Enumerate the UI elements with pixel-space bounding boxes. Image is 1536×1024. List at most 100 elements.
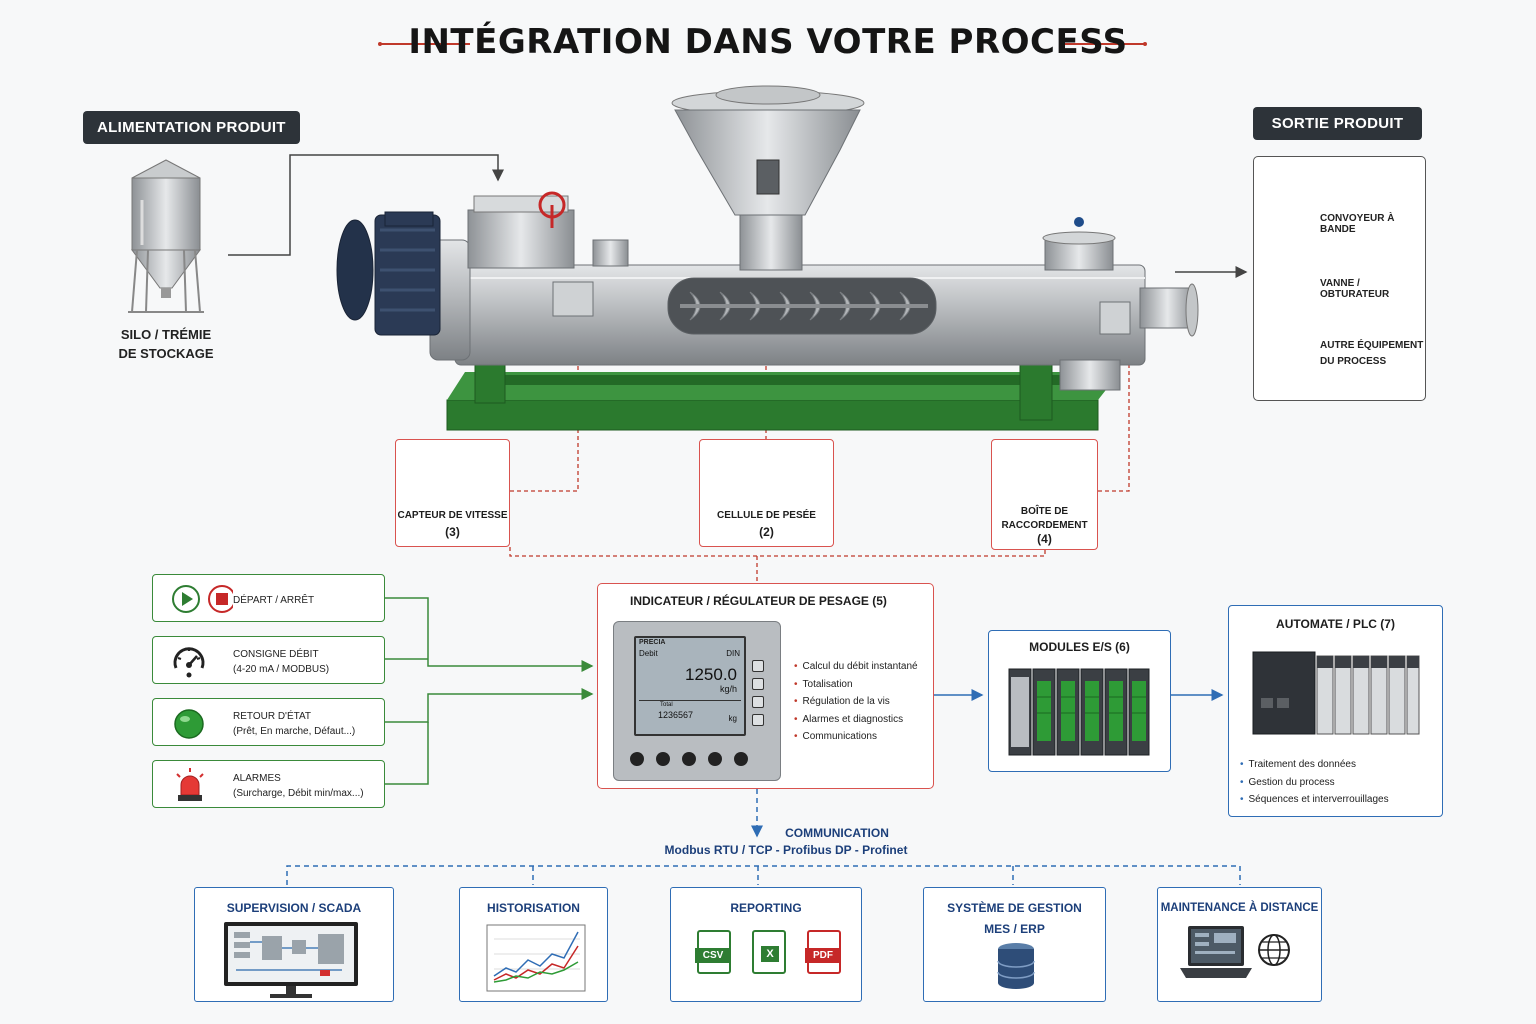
- indicator-key-enter[interactable]: [752, 714, 764, 726]
- remote-maintenance-title: MAINTENANCE À DISTANCE: [1160, 902, 1319, 914]
- mes-erp-title-line1: SYSTÈME DE GESTION: [947, 901, 1082, 915]
- outlet-panel: CONVOYEUR À BANDE VANNE / OBTURATEUR AUT…: [1253, 156, 1426, 401]
- junction-box-name-line2: RACCORDEMENT: [1001, 519, 1088, 531]
- indicator-total-label: Total: [660, 702, 673, 708]
- plc-feature-item: Séquences et interverrouillages: [1240, 791, 1389, 809]
- excel-file-icon: X: [752, 930, 786, 974]
- gauge-icon: [173, 647, 205, 678]
- silo-label: SILO / TRÉMIE DE STOCKAGE: [106, 326, 226, 364]
- outlet-item-valve: VANNE / OBTURATEUR: [1320, 278, 1390, 300]
- signal-setpoint-text: CONSIGNE DÉBIT (4-20 mA / MODBUS): [233, 647, 329, 677]
- signal-setpoint-line2: (4-20 mA / MODBUS): [233, 664, 330, 675]
- junction-box-card: BOÎTE DE RACCORDEMENT (4): [991, 439, 1098, 550]
- outlet-item-other-line2: DU PROCESS: [1320, 355, 1387, 367]
- csv-file-label: CSV: [695, 948, 731, 963]
- speed-sensor-name: CAPTEUR DE VITESSE: [397, 510, 508, 521]
- silo-illustration: [128, 159, 204, 313]
- indicator-key-down[interactable]: [752, 696, 764, 708]
- alarm-beacon-icon: [176, 768, 204, 801]
- junction-box-name-line1: BOÎTE DE: [1020, 506, 1069, 517]
- scada-box: SUPERVISION / SCADA: [194, 887, 394, 1002]
- indicator-screen: PRECIA Debit DIN 1250.0 kg/h Total 12365…: [634, 636, 746, 736]
- load-cell-number: (2): [759, 525, 774, 539]
- io-modules-title: MODULES E/S (6): [1029, 640, 1130, 654]
- indicator-mode: Debit: [639, 649, 658, 658]
- signal-alarms-text: ALARMES (Surcharge, Débit min/max...): [233, 771, 364, 801]
- junction-box-number: (4): [1037, 532, 1052, 546]
- plc-illustration: [1252, 651, 1420, 735]
- indicator-feature-item: Calcul du débit instantané: [794, 658, 918, 676]
- indicator-button-3[interactable]: [682, 752, 696, 766]
- mes-erp-box: SYSTÈME DE GESTION MES / ERP: [923, 887, 1106, 1002]
- signal-status: RETOUR D'ÉTAT (Prêt, En marche, Défaut..…: [152, 698, 385, 746]
- indicator-key-cancel[interactable]: [752, 678, 764, 690]
- signal-setpoint: CONSIGNE DÉBIT (4-20 mA / MODBUS): [152, 636, 385, 684]
- silo-label-line2: DE STOCKAGE: [118, 345, 214, 361]
- communication-protocols: Modbus RTU / TCP - Profibus DP - Profine…: [664, 843, 908, 857]
- indicator-panel: INDICATEUR / RÉGULATEUR DE PESAGE (5) PR…: [597, 583, 934, 789]
- signal-alarms: ALARMES (Surcharge, Débit min/max...): [152, 760, 385, 808]
- excel-file-label: X: [761, 946, 779, 962]
- csv-file-icon: CSV: [695, 930, 731, 974]
- junction-box-name: BOÎTE DE RACCORDEMENT: [992, 505, 1097, 532]
- plc-title: AUTOMATE / PLC (7): [1276, 617, 1395, 631]
- scada-monitor-icon: [224, 922, 358, 998]
- indicator-feature-item: Alarmes et diagnostics: [794, 711, 918, 729]
- plc-panel: AUTOMATE / PLC (7) Traitement des donnée…: [1228, 605, 1443, 817]
- indicator-brand: PRECIA: [639, 639, 666, 646]
- trend-chart-icon: [486, 924, 586, 992]
- speed-sensor-card: CAPTEUR DE VITESSE (3): [395, 439, 510, 547]
- signal-setpoint-line1: CONSIGNE DÉBIT: [233, 649, 319, 660]
- outlet-item-conveyor: CONVOYEUR À BANDE: [1320, 213, 1395, 235]
- indicator-total-value: 1236567: [658, 710, 694, 720]
- reporting-box: REPORTING CSV X PDF: [670, 887, 862, 1002]
- signal-start-stop: DÉPART / ARRÊT: [152, 574, 385, 622]
- historisation-title: HISTORISATION: [487, 901, 580, 915]
- screw-feeder-machine: [336, 85, 1199, 431]
- indicator-feature-item: Totalisation: [794, 676, 918, 694]
- globe-icon: [1258, 934, 1290, 966]
- plc-feature-item: Traitement des données: [1240, 756, 1389, 774]
- signal-start-stop-label: DÉPART / ARRÊT: [233, 595, 315, 606]
- indicator-total-unit: kg: [728, 714, 737, 723]
- signal-status-text: RETOUR D'ÉTAT (Prêt, En marche, Défaut..…: [233, 709, 355, 739]
- indicator-value: 1250.0: [685, 665, 737, 684]
- communication-title: COMMUNICATION: [785, 826, 889, 840]
- indicator-device: PRECIA Debit DIN 1250.0 kg/h Total 12365…: [613, 621, 781, 781]
- indicator-button-1[interactable]: [630, 752, 644, 766]
- historisation-box: HISTORISATION: [459, 887, 608, 1002]
- laptop-icon: [1180, 926, 1252, 978]
- outlet-item-other-line1: AUTRE ÉQUIPEMENT: [1320, 340, 1424, 351]
- indicator-feature-item: Communications: [794, 728, 918, 746]
- indicator-button-5[interactable]: [734, 752, 748, 766]
- indicator-value-unit: kg/h: [719, 684, 737, 694]
- io-modules-panel: MODULES E/S (6): [988, 630, 1171, 772]
- indicator-unit-top: DIN: [726, 649, 740, 658]
- io-modules-illustration: [1008, 668, 1150, 756]
- inlet-tag: ALIMENTATION PRODUIT: [83, 111, 300, 144]
- scada-title: SUPERVISION / SCADA: [226, 901, 362, 915]
- load-cell-name: CELLULE DE PESÉE: [717, 510, 816, 521]
- outlet-item-other: AUTRE ÉQUIPEMENT DU PROCESS: [1320, 338, 1423, 369]
- status-light-icon: [174, 709, 204, 739]
- outlet-tag: SORTIE PRODUIT: [1253, 107, 1422, 140]
- plc-feature-item: Gestion du process: [1240, 774, 1389, 792]
- indicator-button-2[interactable]: [656, 752, 670, 766]
- silo-label-line1: SILO / TRÉMIE: [120, 327, 212, 342]
- pdf-file-label: PDF: [805, 948, 841, 963]
- mes-erp-title: SYSTÈME DE GESTION MES / ERP: [924, 898, 1105, 940]
- speed-sensor-number: (3): [445, 525, 460, 539]
- remote-maintenance-box: MAINTENANCE À DISTANCE: [1157, 887, 1322, 1002]
- indicator-title: INDICATEUR / RÉGULATEUR DE PESAGE (5): [630, 594, 887, 608]
- indicator-feature-item: Régulation de la vis: [794, 693, 918, 711]
- database-icon: [997, 943, 1035, 989]
- signal-alarms-line2: (Surcharge, Débit min/max...): [233, 788, 364, 799]
- load-cell-card: CELLULE DE PESÉE (2): [699, 439, 834, 547]
- mes-erp-title-line2: MES / ERP: [984, 922, 1045, 936]
- indicator-button-4[interactable]: [708, 752, 722, 766]
- plc-feature-list: Traitement des données Gestion du proces…: [1240, 756, 1389, 809]
- indicator-key-up[interactable]: [752, 660, 764, 672]
- start-stop-icon: [172, 585, 233, 613]
- signal-alarms-line1: ALARMES: [233, 773, 281, 784]
- reporting-title: REPORTING: [730, 901, 802, 915]
